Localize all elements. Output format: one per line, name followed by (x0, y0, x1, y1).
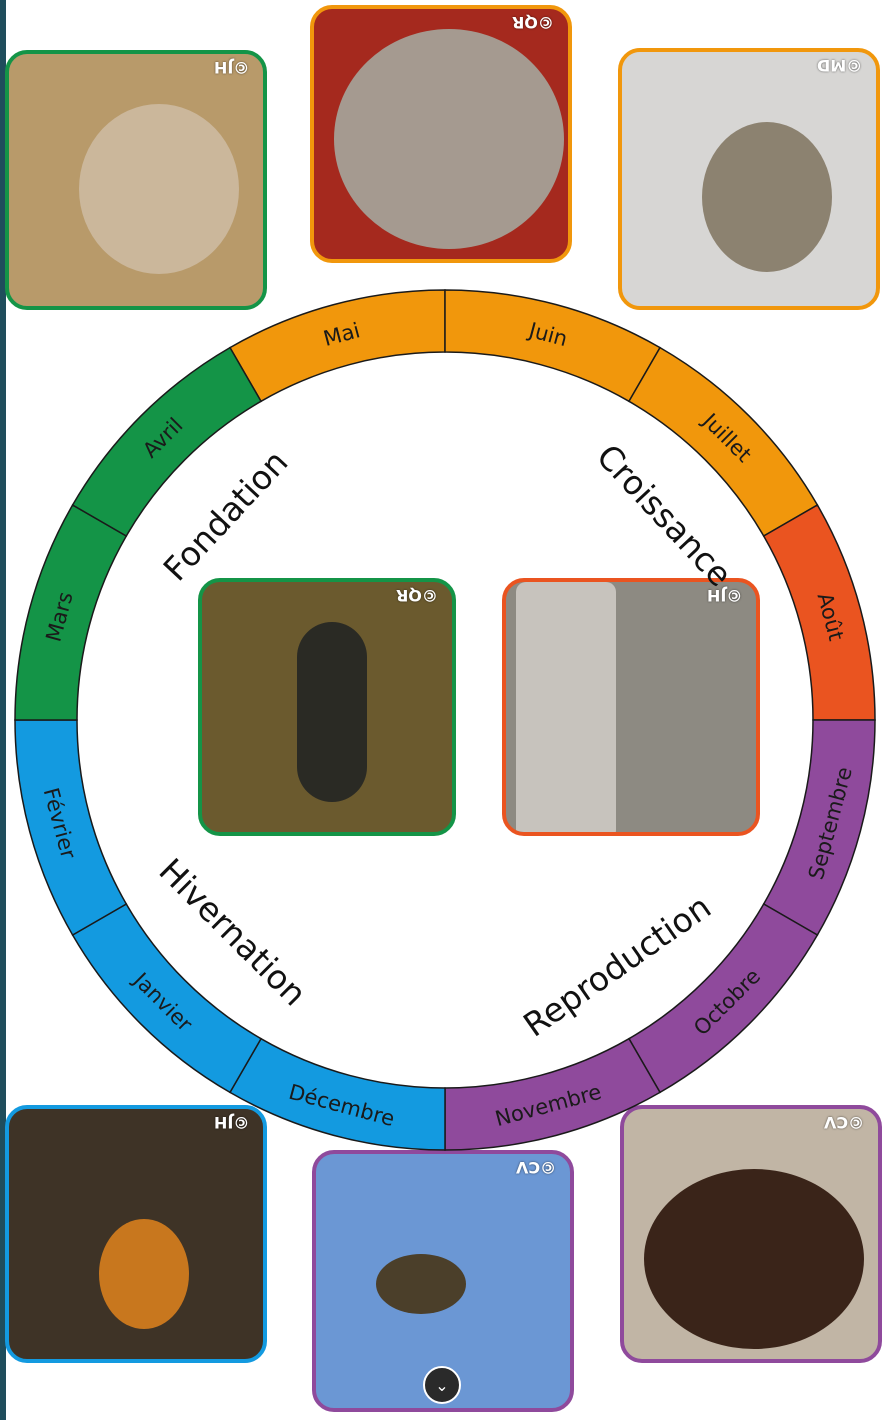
chevron-down-icon[interactable]: ⌄ (423, 1366, 461, 1404)
phase-labels: FondationCroissanceReproductionHivernati… (151, 437, 739, 1045)
month-segments: MaiJuinJuilletAoûtSeptembreOctobreNovemb… (15, 290, 875, 1150)
